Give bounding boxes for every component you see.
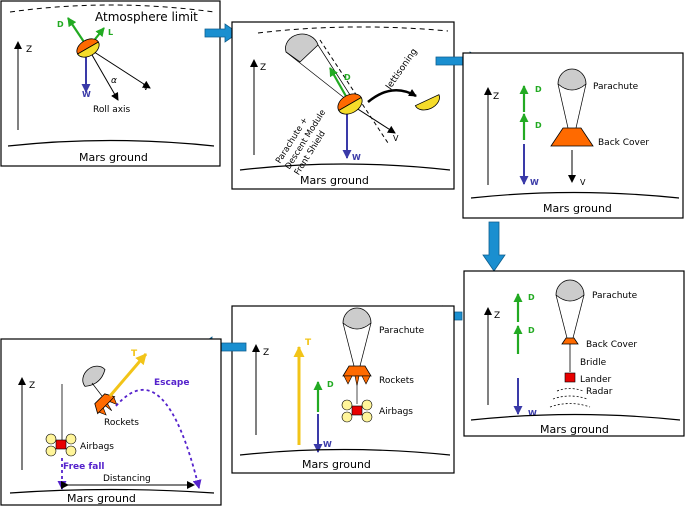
weight-label: W [528, 409, 537, 418]
escape-trajectory [115, 388, 202, 489]
back-cover-label: Back Cover [586, 340, 637, 350]
weight-label: W [82, 90, 91, 99]
airbags-label: Airbags [80, 442, 114, 452]
alpha-label: α [111, 76, 117, 86]
panel-frame [0, 338, 222, 506]
z-axis-label: Z [493, 92, 499, 102]
parachute-icon [555, 279, 585, 339]
back-cover-icon [550, 127, 594, 147]
panel-retrorocket-firing: Z T D W Parachute Rockets Airbags [231, 305, 455, 474]
ground-line [7, 139, 215, 147]
ground-label: Mars ground [540, 423, 609, 436]
z-axis-label: Z [29, 381, 35, 391]
drag-label: D [344, 73, 351, 82]
ground-label: Mars ground [300, 174, 369, 187]
drag-label: D [57, 20, 64, 29]
ground-line [239, 163, 451, 171]
z-axis-label: Z [494, 311, 500, 321]
thrust-label: T [305, 338, 312, 348]
z-axis-label: Z [263, 348, 269, 358]
roll-axis-vector [87, 47, 119, 101]
parachute-line [91, 382, 103, 397]
panel-heat-shield-separation: Z D D W Parachute Back Cover V Mars grou… [462, 52, 684, 219]
parachute-label: Parachute [593, 82, 639, 92]
radar-label: Radar [586, 387, 613, 397]
back-cover-label: Back Cover [598, 138, 649, 148]
drag-label-cover: D [535, 121, 542, 130]
panel-parachute-deployment: Z V D W Jettisoning Parachute + Descent … [231, 21, 455, 190]
atmosphere-limit-line [257, 26, 449, 34]
lander-icon [55, 439, 67, 450]
heat-shield-icon [414, 94, 440, 111]
airbag-icon [341, 399, 373, 423]
radar-wave-3 [549, 403, 591, 408]
weight-label: W [530, 178, 539, 187]
ground-line [470, 413, 681, 421]
radar-wave-2 [552, 395, 588, 400]
parachute-icon [557, 68, 587, 129]
distancing-label: Distancing [103, 474, 151, 484]
thrust-vector [108, 353, 148, 397]
parachute-icon [342, 307, 372, 367]
radar-wave-1 [556, 388, 584, 392]
thrust-label: T [131, 349, 138, 359]
lift-label: L [108, 28, 113, 37]
ground-label: Mars ground [79, 151, 148, 164]
drag-label-cover: D [528, 326, 535, 335]
roll-axis-label: Roll axis [93, 105, 131, 115]
weight-label: W [323, 440, 332, 449]
panel-atmospheric-entry: Atmosphere limit Z V α Roll axis W D L M… [0, 0, 221, 167]
rocket-icon [94, 393, 118, 416]
z-axis-label: Z [260, 63, 266, 73]
drag-label-parachute: D [528, 293, 535, 302]
drag-label-parachute: D [535, 85, 542, 94]
flow-arrow-icon [482, 221, 506, 272]
airbag-icon [45, 433, 77, 457]
velocity-label: V [143, 83, 149, 92]
velocity-label: V [580, 178, 586, 187]
panel-landing: Z T Rockets Escape Airbags Free fall Dis… [0, 338, 222, 506]
ground-line [239, 448, 451, 456]
bridle-label: Bridle [580, 358, 607, 368]
escape-label: Escape [154, 378, 189, 388]
ground-label: Mars ground [543, 202, 612, 215]
parachute-icon [285, 33, 353, 101]
velocity-label: V [393, 134, 399, 143]
parachute-icon [82, 365, 106, 387]
ground-line [9, 488, 215, 494]
lander-icon [564, 372, 576, 383]
atmosphere-limit-line [9, 4, 215, 13]
ground-label: Mars ground [67, 492, 136, 505]
free-fall-label: Free fall [63, 462, 105, 472]
panel-frame [0, 0, 221, 167]
back-cover-icon [561, 337, 579, 345]
parachute-label: Parachute [379, 326, 425, 336]
ground-line [470, 191, 680, 199]
descent-module-icon [337, 93, 363, 115]
lander-icon [351, 405, 363, 416]
panel-lander-separation: Z D D W Parachute Back Cover Bridle Land… [463, 270, 685, 437]
atmosphere-limit-label: Atmosphere limit [95, 10, 198, 24]
velocity-vector [87, 47, 151, 89]
entry-capsule-icon [76, 38, 100, 58]
airbags-label: Airbags [379, 407, 413, 417]
z-axis-label: Z [26, 45, 32, 55]
panel-frame [231, 305, 455, 474]
drag-vector [329, 67, 348, 99]
drag-label: D [327, 380, 334, 389]
weight-label: W [352, 153, 361, 162]
ground-label: Mars ground [302, 458, 371, 471]
lander-label: Lander [580, 375, 611, 385]
jettison-arrow [367, 89, 417, 103]
parachute-label: Parachute [592, 291, 638, 301]
rockets-label: Rockets [104, 418, 139, 428]
rockets-label: Rockets [379, 376, 414, 386]
rocket-icon [342, 365, 372, 387]
